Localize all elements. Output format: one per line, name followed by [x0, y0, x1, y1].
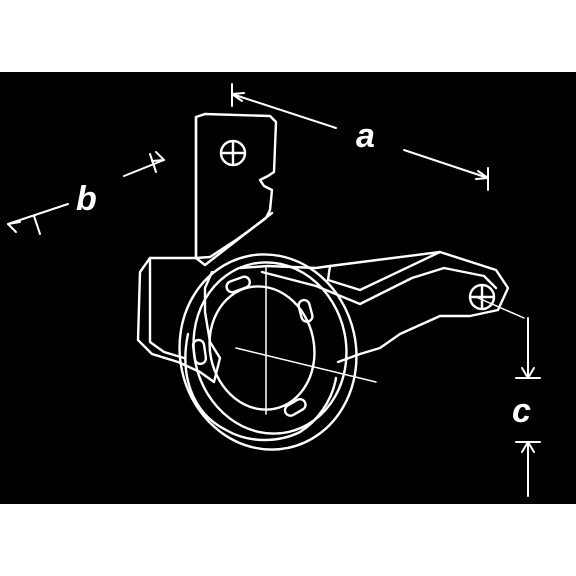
base-flange — [136, 256, 222, 384]
vertical-tab-outline — [194, 112, 278, 260]
dimension-a — [231, 83, 489, 191]
dimension-c — [515, 317, 541, 497]
arm-inner-edge — [260, 266, 498, 306]
arm-outline — [238, 250, 510, 364]
diagram-panel: a b c — [0, 72, 576, 504]
collar-ring — [178, 253, 358, 451]
arm-bend — [326, 250, 442, 292]
bracket-diagram: a b c — [7, 83, 541, 497]
dimension-c-label: c — [512, 392, 531, 430]
arm-end-screw — [468, 283, 496, 311]
vertical-tab-edge — [148, 115, 198, 260]
collar-slots — [191, 275, 314, 417]
base-flange-inner — [148, 256, 186, 360]
upper-screw — [219, 139, 247, 167]
tab-bend-line — [194, 211, 274, 267]
center-line-horizontal — [235, 347, 377, 383]
dimension-a-label: a — [356, 117, 375, 155]
dimension-b-label: b — [76, 180, 97, 218]
arm-axis-line — [475, 296, 525, 319]
dimension-b — [7, 151, 165, 235]
